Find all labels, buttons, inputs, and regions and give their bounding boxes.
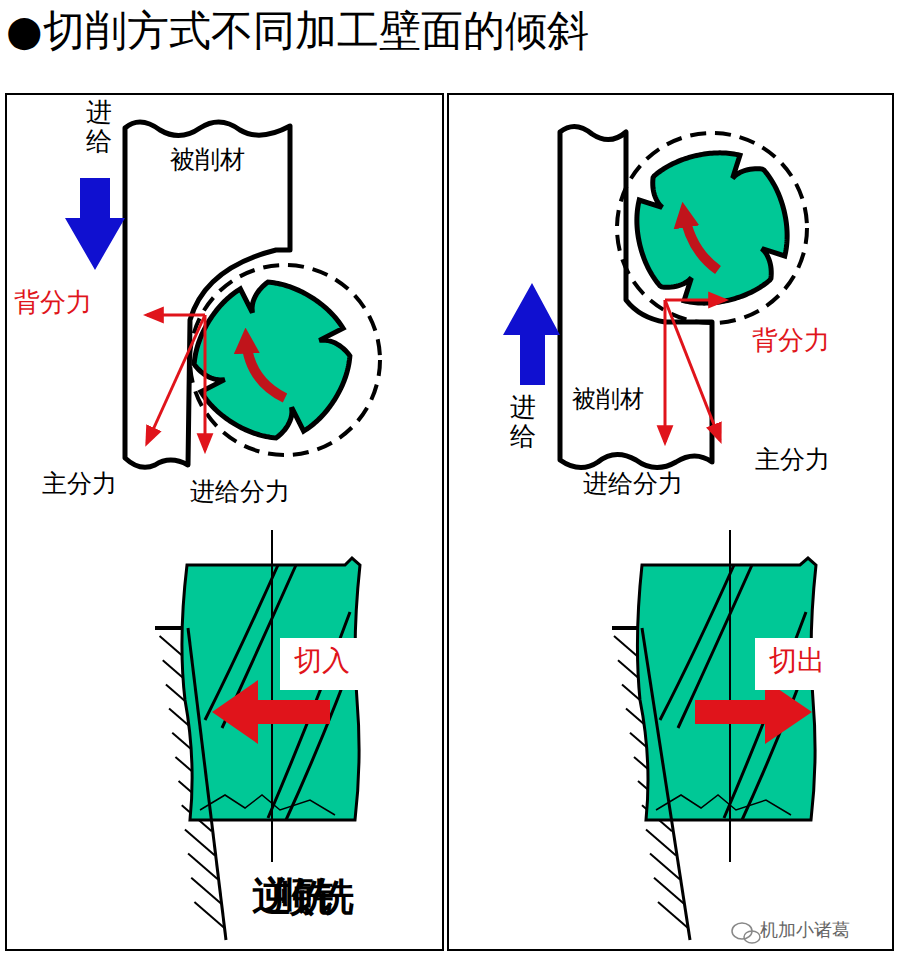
force-label: 背分力 <box>752 326 830 355</box>
watermark: 机加小诸葛 <box>760 920 850 940</box>
feed-label: 进给 <box>86 98 112 155</box>
center-line <box>271 530 273 862</box>
cut-direction-label: 切入 <box>294 646 350 677</box>
hatch-stroke <box>194 902 224 928</box>
hatch-stroke <box>191 878 221 904</box>
label-patch <box>280 638 366 690</box>
cutter-path <box>190 265 380 455</box>
force-label: 进给分力 <box>190 478 290 506</box>
workpiece-label: 被削材 <box>572 386 644 412</box>
wall-line <box>642 628 690 940</box>
title: ●切削方式不同加工壁面的倾斜 <box>6 8 589 54</box>
force-vectors <box>147 315 205 450</box>
chips <box>656 795 791 815</box>
hatch-stroke <box>188 854 218 880</box>
force-label: 背分力 <box>14 288 92 317</box>
feed-label: 进给 <box>510 393 536 450</box>
cut-direction-label: 切出 <box>769 646 825 677</box>
wall-line <box>188 628 226 940</box>
hatch-stroke <box>646 829 676 855</box>
cutter-outline <box>194 282 350 438</box>
cutter <box>194 282 350 438</box>
rotation-arrow <box>684 212 718 270</box>
center-line <box>729 530 731 862</box>
cutter <box>637 153 787 303</box>
helix-lines <box>660 565 816 820</box>
hatch-stroke <box>185 829 215 855</box>
helix-lines <box>205 565 360 820</box>
force-vectors <box>665 300 725 442</box>
label-patch <box>755 638 841 690</box>
feed-arrow <box>65 178 125 270</box>
cutter-path <box>617 133 807 323</box>
panel: 顺铣 <box>447 93 894 951</box>
milling-mode: 顺铣 <box>274 874 354 918</box>
hatch-stroke <box>654 878 684 904</box>
workpiece-label: 被削材 <box>170 146 245 174</box>
force-label: 进给分力 <box>583 470 683 498</box>
cutter-outline <box>637 153 787 303</box>
force-label: 主分力 <box>755 446 830 474</box>
rotation-arrow <box>246 338 285 398</box>
hatch-stroke <box>650 854 680 880</box>
feed-arrow <box>503 283 560 385</box>
chips <box>200 795 335 815</box>
panel: 逆铣 <box>5 93 444 951</box>
watermark-icon <box>732 923 760 943</box>
force-label: 主分力 <box>42 470 117 498</box>
